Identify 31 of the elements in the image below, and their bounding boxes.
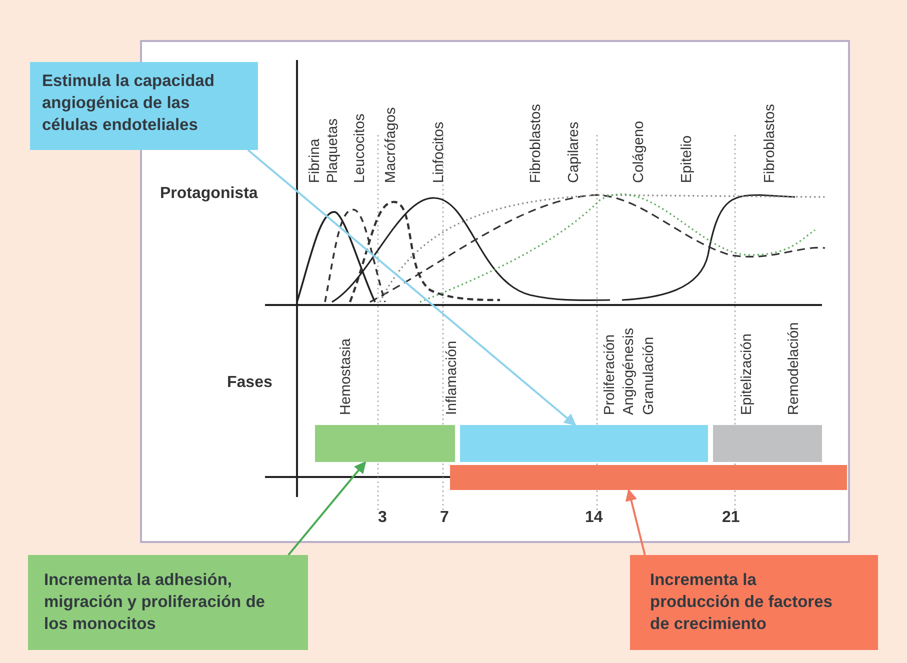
phase-bar	[460, 425, 708, 462]
phase-label: Proliferación	[602, 334, 618, 415]
arrow	[247, 149, 576, 426]
tick-label: 21	[722, 509, 740, 527]
protagonist-label: Fibrina	[307, 138, 323, 183]
protagonist-label: Leucocitos	[352, 114, 368, 183]
protagonist-label: Macrófagos	[383, 107, 399, 183]
phase-label: Inflamación	[444, 340, 460, 415]
phase-label: Hemostasia	[338, 338, 354, 415]
axis-label: Protagonista	[160, 185, 258, 203]
protagonist-label: Plaquetas	[325, 118, 341, 183]
axis-label: Fases	[227, 374, 272, 392]
protagonist-label: Colágeno	[631, 120, 647, 183]
tick-label: 14	[585, 509, 603, 527]
protagonist-label: Linfocitos	[431, 122, 447, 183]
phase-bar	[315, 425, 455, 462]
callout-box: Incrementa la producción de factores de crecimiento	[630, 555, 878, 650]
phase-bar	[450, 465, 847, 490]
callout-box: Estimula la capacidad angiogénica de las células endoteliales	[30, 62, 258, 150]
callout-box: Incrementa la adhesión, migración y proliferación de los monocitos	[28, 555, 308, 650]
phase-label: Remodelación	[786, 322, 802, 415]
protagonist-label: Fibroblastos	[762, 104, 778, 183]
arrow	[288, 461, 366, 556]
protagonist-label: Fibroblastos	[528, 104, 544, 183]
tick-label: 3	[378, 509, 387, 527]
phase-bar	[713, 425, 822, 462]
arrow	[625, 488, 646, 556]
phase-label: Granulación	[641, 336, 657, 415]
protagonist-label: Epitelio	[679, 135, 695, 183]
tick-label: 7	[440, 509, 449, 527]
protagonist-label: Capilares	[566, 122, 582, 183]
